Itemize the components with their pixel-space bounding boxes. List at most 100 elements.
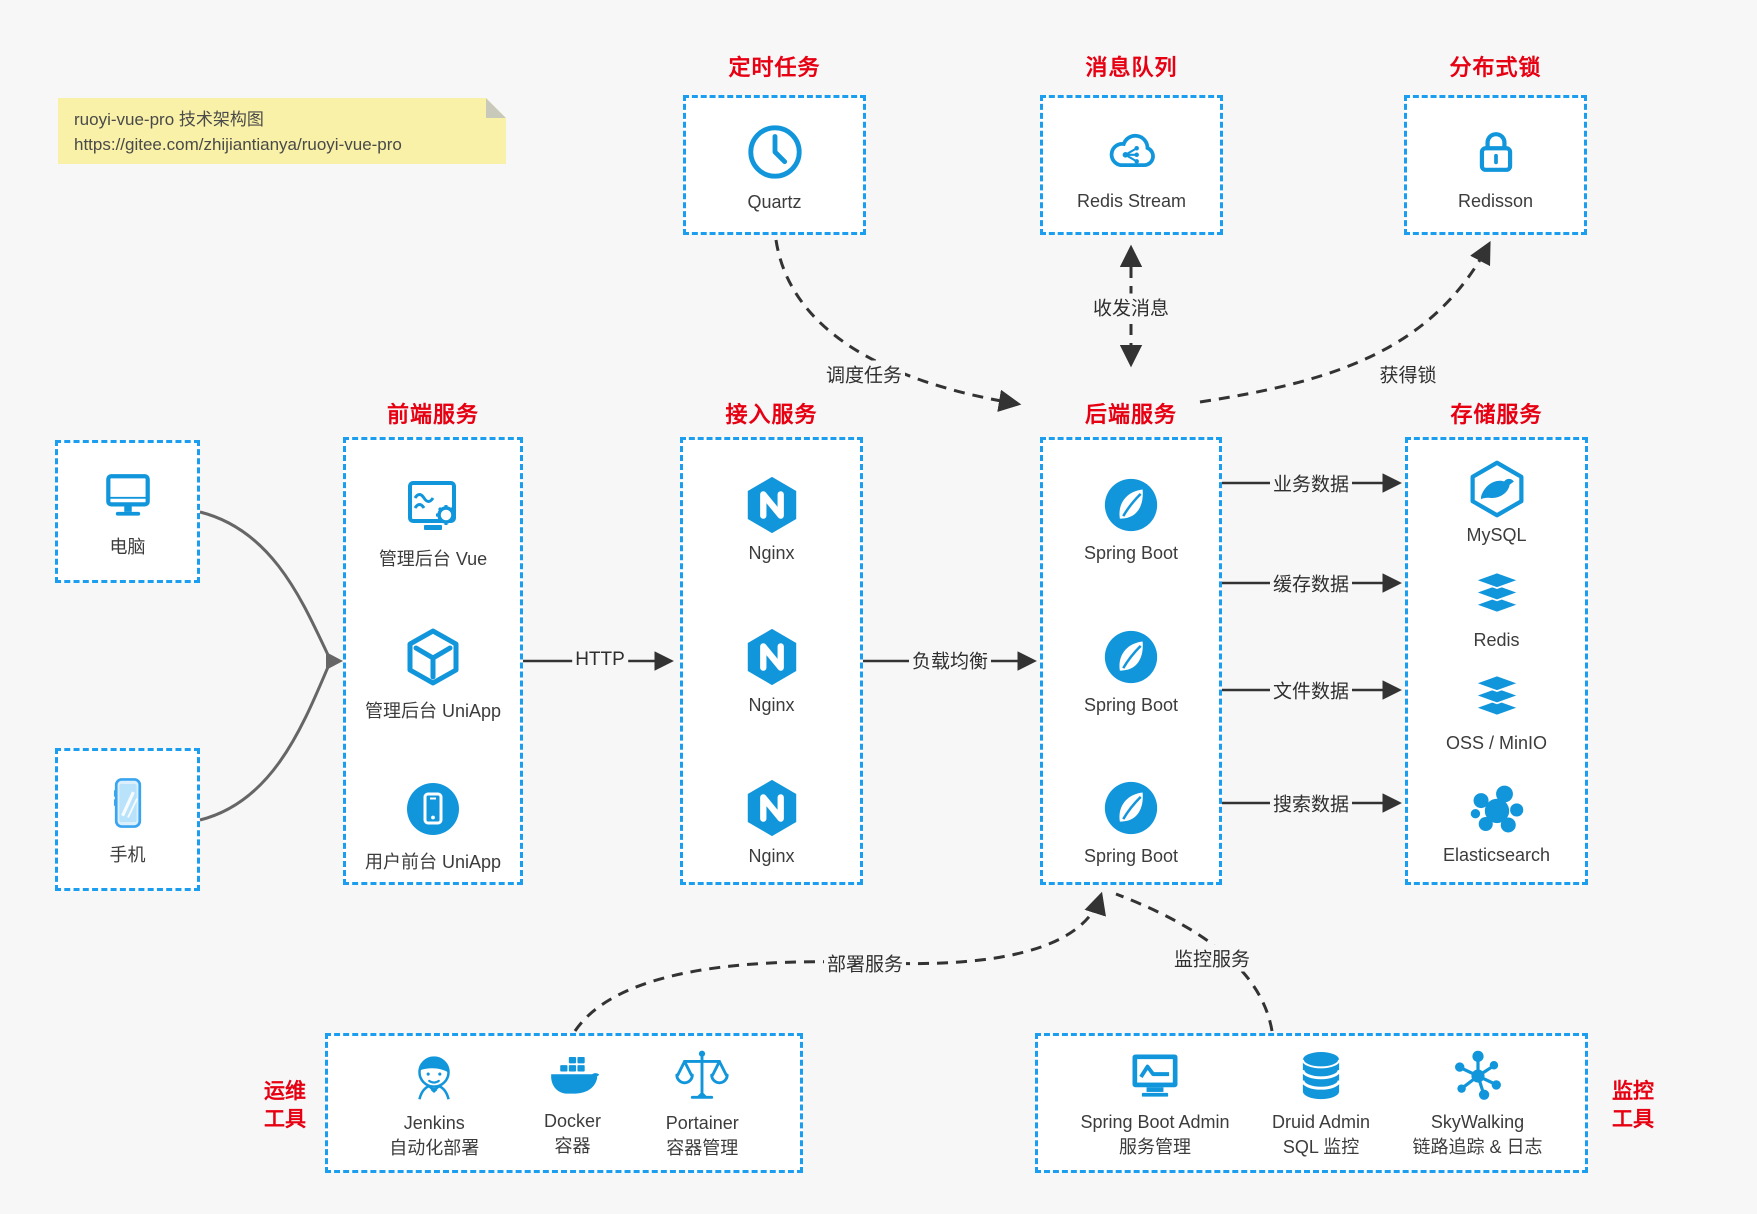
docker-icon — [551, 1056, 600, 1094]
mysql-label: MySQL — [1466, 525, 1527, 545]
jenkins-label: Jenkins — [403, 1113, 465, 1133]
user-uniapp-label: 用户前台 UniApp — [364, 852, 502, 872]
edge-label-file-data: 文件数据 — [1269, 676, 1353, 704]
storage-item-redis: Redis — [1408, 568, 1585, 651]
frontend-item-user-uniapp: 用户前台 UniApp — [346, 777, 520, 874]
frontend-box: 管理后台 Vue 管理后台 UniApp 用户前台 UniApp — [343, 437, 523, 885]
phone-icon — [113, 777, 141, 828]
edge-label-http: HTTP — [572, 649, 628, 671]
nginx-label: Nginx — [748, 543, 795, 563]
edge-label-messaging: 收发消息 — [1089, 293, 1173, 321]
spring-boot-admin-sublabel: 服务管理 — [1119, 1137, 1191, 1157]
skywalking-label: SkyWalking — [1430, 1112, 1525, 1132]
gateway-item-nginx-1: Nginx — [683, 474, 860, 564]
nginx-label: Nginx — [748, 846, 795, 866]
user-app-icon — [407, 783, 459, 835]
storage-item-elasticsearch: Elasticsearch — [1408, 779, 1585, 866]
edge-label-business-data: 业务数据 — [1269, 469, 1353, 497]
title-message-queue: 消息队列 — [1085, 55, 1178, 80]
edge-label-monitor: 监控服务 — [1170, 944, 1254, 972]
jenkins-sublabel: 自动化部署 — [389, 1138, 480, 1158]
redisson-box: Redisson — [1404, 95, 1587, 235]
gateway-item-nginx-2: Nginx — [683, 626, 860, 716]
note-url: https://gitee.com/zhijiantianya/ruoyi-vu… — [74, 135, 402, 154]
mobile-client-box: 手机 — [55, 748, 200, 891]
docker-label: Docker — [543, 1111, 601, 1131]
spring-boot-icon — [1104, 478, 1158, 532]
edge-label-acquire-lock: 获得锁 — [1376, 360, 1440, 388]
clock-icon — [747, 125, 802, 179]
jenkins-icon — [418, 1056, 451, 1100]
gateway-box: Nginx Nginx Nginx — [680, 437, 863, 885]
redisson-label: Redisson — [1457, 191, 1534, 211]
monitoring-tools-side-label: 监控 工具 — [1612, 1080, 1654, 1131]
monitoring-item-spring-boot-admin: Spring Boot Admin 服务管理 — [1080, 1046, 1230, 1160]
skywalking-sublabel: 链路追踪 & 日志 — [1412, 1137, 1543, 1157]
storage-item-mysql: MySQL — [1408, 459, 1585, 546]
monitoring-item-druid: Druid Admin SQL 监控 — [1272, 1046, 1370, 1160]
client-arrowhead — [326, 652, 343, 670]
druid-icon — [1301, 1051, 1341, 1100]
title-frontend-services: 前端服务 — [386, 402, 479, 427]
druid-label: Druid Admin — [1272, 1112, 1371, 1132]
docker-sublabel: 容器 — [554, 1136, 591, 1156]
nginx-icon — [747, 476, 796, 534]
portainer-label: Portainer — [665, 1113, 739, 1133]
spring-boot-admin-icon — [1132, 1054, 1178, 1097]
redis-stream-box: Redis Stream — [1040, 95, 1223, 235]
ops-item-portainer: Portainer 容器管理 — [666, 1045, 739, 1161]
edge-label-deploy: 部署服务 — [823, 949, 907, 977]
edge-label-cache-data: 缓存数据 — [1269, 569, 1353, 597]
quartz-box: Quartz — [683, 95, 866, 235]
frontend-item-vue-admin: 管理后台 Vue — [346, 474, 520, 571]
spring-boot-label: Spring Boot — [1083, 695, 1179, 715]
skywalking-icon — [1454, 1050, 1501, 1100]
oss-minio-label: OSS / MinIO — [1445, 733, 1548, 753]
frontend-item-uniapp-admin: 管理后台 UniApp — [346, 626, 520, 723]
elasticsearch-label: Elasticsearch — [1442, 845, 1551, 865]
elasticsearch-icon — [1470, 785, 1523, 833]
redis-label: Redis — [1473, 630, 1520, 650]
note-fold-corner — [486, 98, 506, 118]
storage-box: MySQL Redis OSS / MinIO — [1405, 437, 1588, 885]
redis-stream-label: Redis Stream — [1076, 191, 1187, 211]
monitor-icon — [105, 473, 150, 516]
monitoring-tools-box: Spring Boot Admin 服务管理 Druid Admin SQL 监… — [1035, 1033, 1588, 1173]
backend-item-springboot-3: Spring Boot — [1043, 777, 1219, 867]
uniapp-cube-icon — [407, 628, 459, 686]
spring-boot-icon — [1104, 630, 1158, 684]
title-backend-services: 后端服务 — [1084, 402, 1177, 427]
backend-item-springboot-2: Spring Boot — [1043, 626, 1219, 716]
edge-label-search-data: 搜索数据 — [1269, 789, 1353, 817]
edge-label-schedule: 调度任务 — [822, 360, 906, 388]
spring-boot-label: Spring Boot — [1083, 543, 1179, 563]
mysql-icon — [1470, 460, 1523, 518]
nginx-label: Nginx — [748, 695, 795, 715]
client-to-frontend-curves — [199, 510, 330, 822]
vue-admin-label: 管理后台 Vue — [378, 549, 488, 569]
spring-boot-icon — [1104, 781, 1158, 835]
connector-acquire-lock — [1199, 241, 1491, 404]
uniapp-admin-label: 管理后台 UniApp — [364, 701, 502, 721]
sticky-note: ruoyi-vue-pro 技术架构图 https://gitee.com/zh… — [58, 98, 506, 164]
storage-item-oss-minio: OSS / MinIO — [1408, 671, 1585, 754]
lock-icon — [1479, 132, 1512, 172]
title-gateway-services: 接入服务 — [725, 402, 818, 427]
cloud-network-icon — [1109, 133, 1155, 167]
ops-item-docker: Docker 容器 — [540, 1047, 604, 1159]
redis-stack-icon — [1472, 571, 1521, 614]
admin-screen-gear-icon — [408, 481, 456, 530]
ops-tools-side-label: 运维 工具 — [264, 1080, 306, 1131]
spring-boot-admin-label: Spring Boot Admin — [1080, 1112, 1230, 1132]
spring-boot-label: Spring Boot — [1083, 846, 1179, 866]
edge-label-load-balance: 负载均衡 — [908, 646, 992, 674]
nginx-icon — [747, 628, 796, 686]
backend-item-springboot-1: Spring Boot — [1043, 474, 1219, 564]
portainer-sublabel: 容器管理 — [666, 1138, 739, 1158]
note-title: ruoyi-vue-pro 技术架构图 — [74, 110, 264, 129]
pc-client-box: 电脑 — [55, 440, 200, 583]
title-distributed-lock: 分布式锁 — [1449, 55, 1542, 80]
druid-sublabel: SQL 监控 — [1282, 1137, 1360, 1157]
title-scheduled-tasks: 定时任务 — [728, 55, 821, 80]
